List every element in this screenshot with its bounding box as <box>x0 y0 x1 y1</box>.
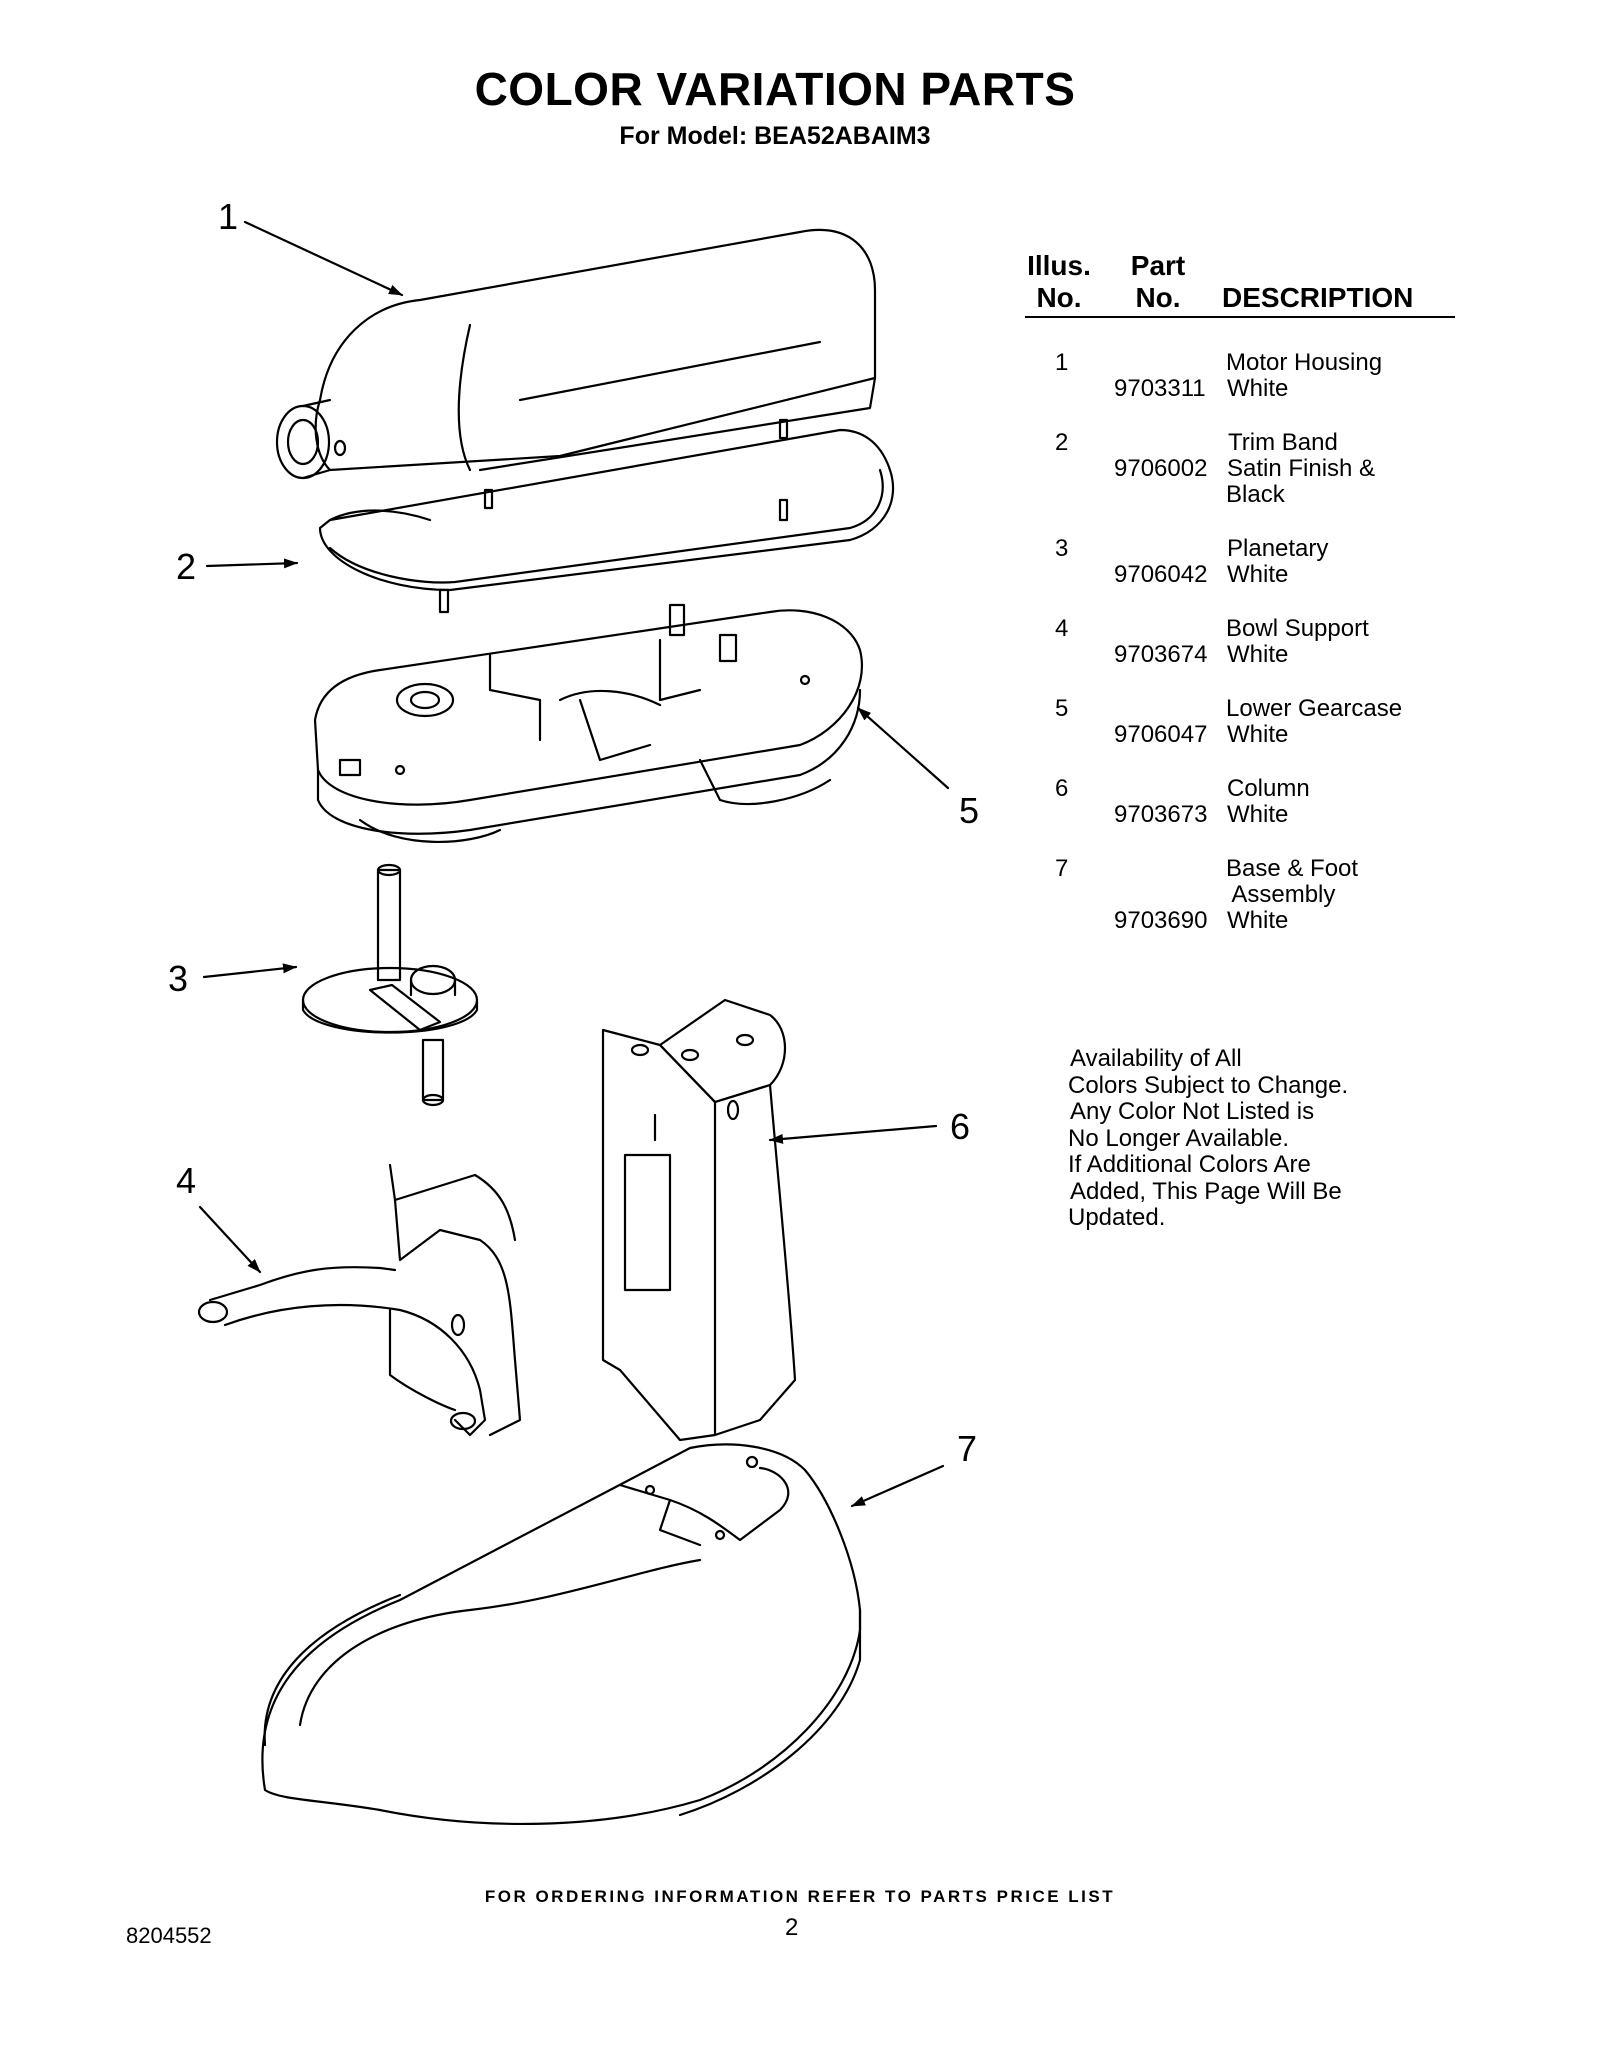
motor-housing-drawing <box>275 228 877 510</box>
description-line: Base & Foot <box>1226 855 1359 882</box>
note-line: Updated. <box>1068 1204 1166 1231</box>
description-line: Lower Gearcase <box>1226 695 1403 722</box>
illus-number: 1 <box>1055 349 1069 376</box>
description-line: Black <box>1226 481 1285 508</box>
note-line: Colors Subject to Change. <box>1068 1071 1349 1099</box>
description-line: Assembly <box>1226 881 1336 908</box>
description-line: White <box>1227 721 1289 748</box>
callout-leaders <box>198 220 950 1508</box>
illus-number: 7 <box>1055 855 1069 882</box>
note-line: Any Color Not Listed is <box>1070 1098 1315 1125</box>
illus-number: 2 <box>1055 429 1069 456</box>
description-line: White <box>1227 561 1289 588</box>
bowl-support-drawing <box>197 1163 522 1437</box>
callout-6: 6 <box>950 1106 971 1147</box>
part-number: 9706042 <box>1114 561 1208 588</box>
model-subtitle: For Model: BEA52ABAIM3 <box>619 122 931 150</box>
description-line: White <box>1227 641 1289 668</box>
document-number: 8204552 <box>126 1923 212 1948</box>
base-foot-drawing <box>261 1443 862 1825</box>
part-number: 9706047 <box>1114 721 1208 748</box>
callout-7: 7 <box>957 1428 978 1469</box>
description-line: Bowl Support <box>1226 615 1369 642</box>
illus-number: 3 <box>1055 535 1069 562</box>
description-line: Motor Housing <box>1226 349 1383 376</box>
note-line: Added, This Page Will Be <box>1070 1177 1342 1205</box>
trim-band-drawing <box>318 428 895 614</box>
description-line: White <box>1227 375 1289 402</box>
callout-2: 2 <box>176 546 197 587</box>
description-line: White <box>1227 801 1289 828</box>
column-drawing <box>601 998 797 1442</box>
illus-number: 5 <box>1055 695 1069 722</box>
lower-gearcase-drawing <box>313 603 863 844</box>
header-illus-no: Illus. No. <box>1027 250 1091 313</box>
note-line: Availability of All <box>1070 1045 1242 1072</box>
description-line: White <box>1227 907 1289 934</box>
part-number: 9703690 <box>1114 907 1208 934</box>
description-line: Satin Finish & <box>1227 455 1376 482</box>
part-number: 9703673 <box>1114 801 1208 828</box>
header-part-no: Part No. <box>1130 250 1186 313</box>
description-line: Trim Band <box>1228 429 1338 456</box>
description-line: Planetary <box>1227 535 1329 562</box>
callout-1: 1 <box>218 196 239 237</box>
page-title: COLOR VARIATION PARTS <box>474 63 1076 115</box>
availability-note: Availability of All Colors Subject to Ch… <box>1068 1045 1349 1232</box>
part-number: 9706002 <box>1114 455 1208 482</box>
illus-number: 4 <box>1055 615 1069 642</box>
callout-3: 3 <box>168 958 189 999</box>
ordering-info-footer: FOR ORDERING INFORMATION REFER TO PARTS … <box>484 1887 1116 1906</box>
header-description: DESCRIPTION <box>1222 282 1414 313</box>
page-number: 2 <box>785 1914 799 1941</box>
note-line: If Additional Colors Are <box>1068 1151 1311 1178</box>
description-line: Column <box>1227 775 1310 802</box>
planetary-drawing <box>301 863 479 1107</box>
part-number: 9703311 <box>1114 375 1206 402</box>
illus-number: 6 <box>1055 775 1069 802</box>
header-rule <box>1025 316 1455 318</box>
callout-4: 4 <box>176 1160 197 1201</box>
note-line: No Longer Available. <box>1068 1124 1290 1152</box>
callout-5: 5 <box>959 790 980 831</box>
part-number: 9703674 <box>1114 641 1208 668</box>
